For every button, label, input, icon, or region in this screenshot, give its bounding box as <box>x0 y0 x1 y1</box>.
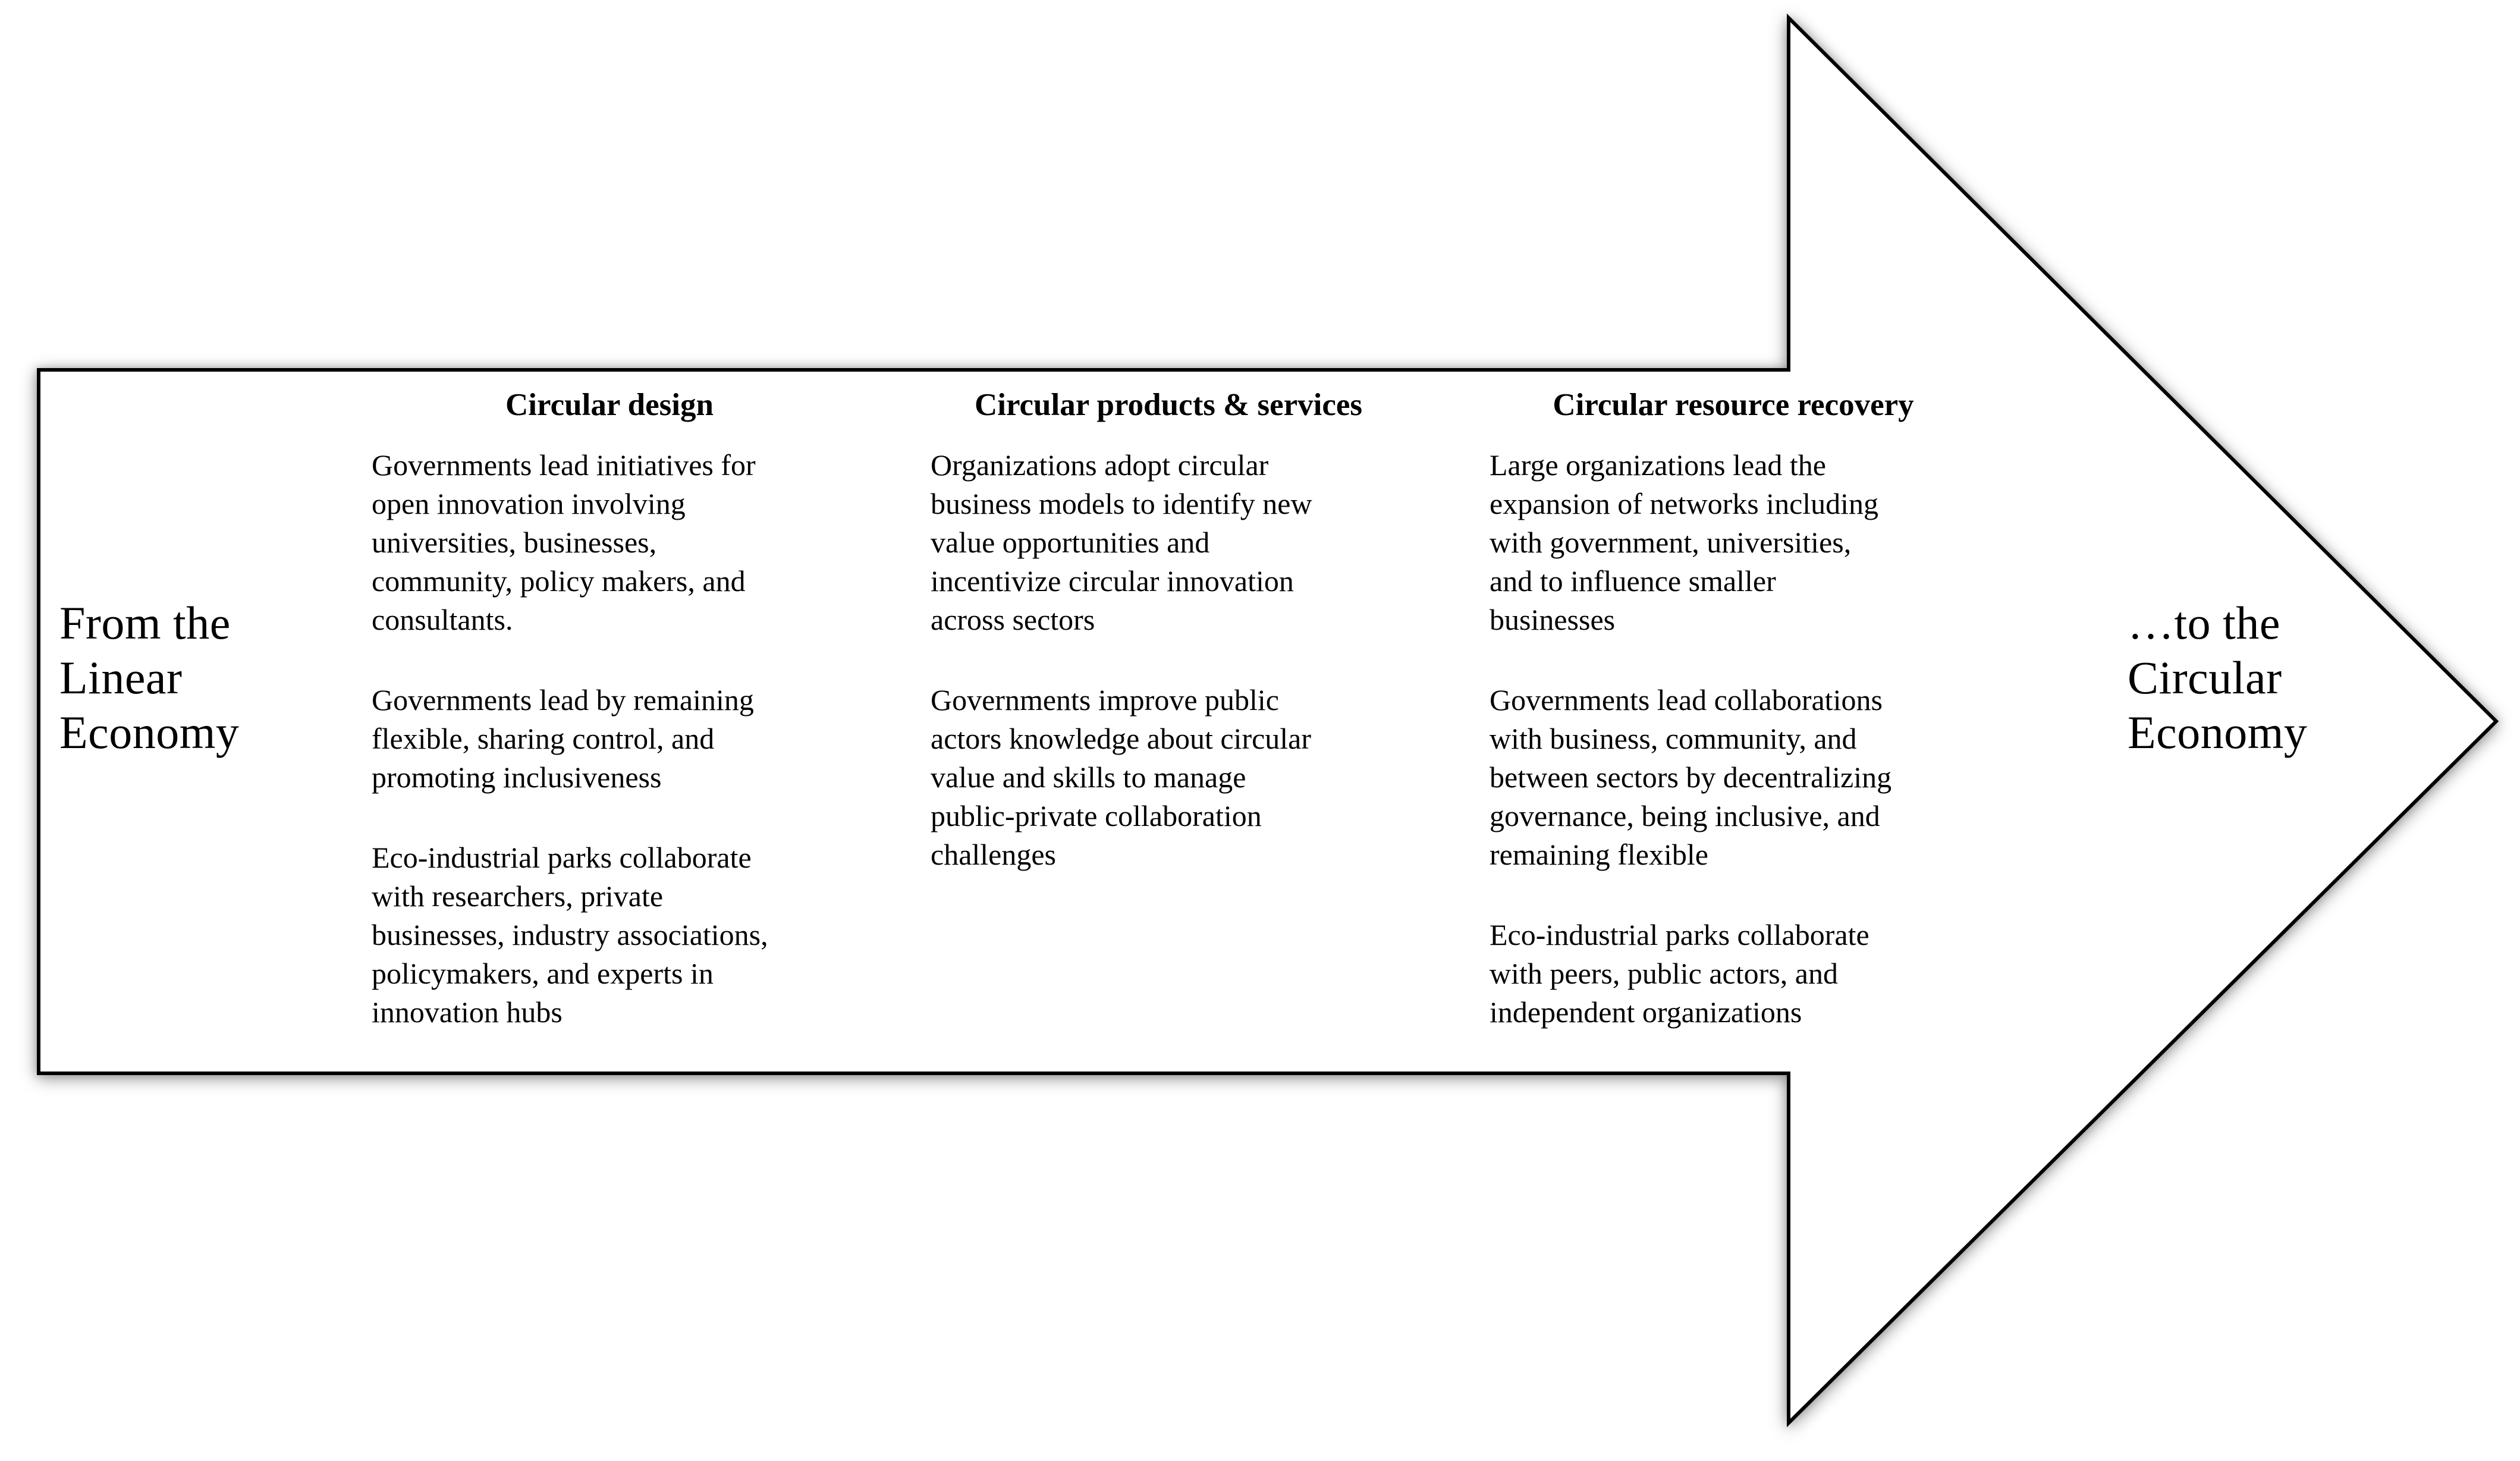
column-circular-resource-recovery: Circular resource recovery Large organiz… <box>1442 385 2025 1073</box>
column-circular-design: Circular design Governments lead initiat… <box>324 385 895 1073</box>
column-header-circular-resource-recovery: Circular resource recovery <box>1553 388 1914 422</box>
bullet-text: Organizations adopt circular business mo… <box>931 448 1312 636</box>
list-item: Eco-industrial parks collaborate with pe… <box>1442 916 2025 1032</box>
list-item: Organizations adopt circular business mo… <box>883 446 1454 639</box>
bullet-text: Large organizations lead the expansion o… <box>1490 448 1879 636</box>
column-header-circular-products-services: Circular products & services <box>974 388 1363 422</box>
bullet-icon <box>1442 446 1490 457</box>
list-item: Eco-industrial parks collaborate with re… <box>324 838 895 1032</box>
bullet-list-circular-products-services: Organizations adopt circular business mo… <box>883 446 1454 874</box>
list-item: Governments lead by remaining flexible, … <box>324 681 895 797</box>
bullet-text: Eco-industrial parks collaborate with re… <box>372 841 768 1029</box>
column-circular-products-services: Circular products & services Organizatio… <box>883 385 1454 916</box>
bullet-text: Governments lead collaborations with bus… <box>1490 683 1892 871</box>
bullet-icon <box>324 838 372 849</box>
bullet-list-circular-resource-recovery: Large organizations lead the expansion o… <box>1442 446 2025 1032</box>
bullet-list-circular-design: Governments lead initiatives for open in… <box>324 446 895 1032</box>
bullet-icon <box>1442 681 1490 692</box>
bullet-text: Eco-industrial parks collaborate with pe… <box>1490 918 1869 1029</box>
bullet-text: Governments lead initiatives for open in… <box>372 448 756 636</box>
arrow-outline <box>37 13 2499 1428</box>
to-circular-economy-label: …to the Circular Economy <box>2128 597 2308 758</box>
bullet-icon <box>324 681 372 692</box>
column-header-circular-design: Circular design <box>505 388 714 422</box>
bullet-text: Governments improve public actors knowle… <box>931 683 1312 871</box>
bullet-icon <box>1442 916 1490 926</box>
from-linear-economy-label: From the Linear Economy <box>59 597 240 758</box>
bullet-icon <box>883 681 931 692</box>
bullet-icon <box>883 446 931 457</box>
bullet-icon <box>324 446 372 457</box>
bullet-text: Governments lead by remaining flexible, … <box>372 683 754 794</box>
list-item: Governments lead collaborations with bus… <box>1442 681 2025 874</box>
list-item: Governments improve public actors knowle… <box>883 681 1454 874</box>
list-item: Large organizations lead the expansion o… <box>1442 446 2025 639</box>
list-item: Governments lead initiatives for open in… <box>324 446 895 639</box>
